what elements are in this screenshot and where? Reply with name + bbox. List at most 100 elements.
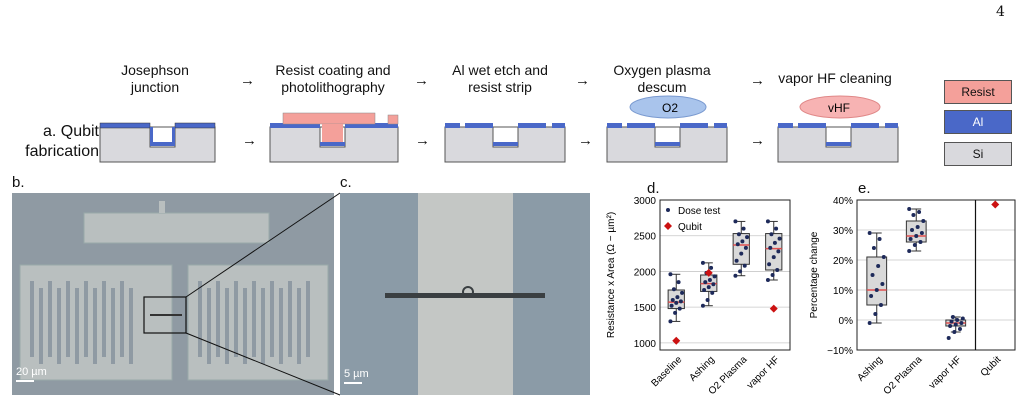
dose-test-point [871,246,876,250]
y-tick-label: 0% [839,316,854,327]
panel-label-d: d. [647,180,660,197]
dose-test-point [765,219,770,224]
y-tick-label: 20% [833,256,853,267]
arrow-icon: → [578,132,593,149]
dose-test-point [676,280,681,285]
dose-test-point [733,273,738,278]
arrow-icon: → [414,72,429,89]
step-label-5: vapor HF cleaning [778,70,892,86]
dose-test-point [770,273,775,277]
dose-test-point [776,249,781,254]
arrow-icon: → [750,132,765,149]
dose-test-point [960,316,965,321]
x-tick-label: Baseline [649,354,684,389]
dose-test-point [910,228,915,232]
dose-test-point [917,210,922,214]
y-tick-label: 2500 [634,232,657,243]
dose-test-point [774,226,779,231]
dose-test-point [765,278,770,282]
x-tick-label: Ashing [855,354,884,383]
dose-test-point [674,300,679,305]
dose-test-point [777,236,782,241]
vhf-ellipse [799,95,881,119]
dose-test-point [736,232,741,237]
dose-test-point [911,213,916,217]
qubit-point [704,268,713,277]
dose-test-point [948,324,953,328]
qubit-point [991,200,1000,209]
legend-al: Al [944,110,1012,134]
dose-test-point [709,265,714,270]
legend-si: Si [944,142,1012,166]
arrow-icon: → [240,72,255,89]
cross-section-4 [606,123,728,163]
dose-test-point [876,264,881,268]
panel-label-b: b. [12,174,25,191]
scale-bar-c: 5 µm [344,368,369,380]
dose-test-point [952,330,957,334]
y-tick-label: 2000 [634,267,657,278]
dose-test-point [957,327,962,331]
dose-test-point [918,240,923,244]
dose-test-point [955,318,960,322]
box [866,256,888,306]
x-tick-label: Qubit [979,354,1004,379]
dose-test-point [702,288,707,292]
dose-test-point [919,231,924,235]
dose-test-point [908,237,913,241]
y-axis-label: Resistance x Area (Ω − µm²) [606,212,617,338]
o2-label: O2 [662,101,678,115]
dose-test-point [743,245,748,250]
dose-test-point [880,282,885,286]
dose-test-point [874,288,879,292]
cross-section-1 [99,122,216,163]
y-axis-label: Percentage change [809,231,820,318]
dose-test-point [673,310,678,315]
dose-test-point [907,207,912,211]
dose-test-point [707,278,712,282]
dose-test-point [768,245,773,250]
dose-test-point [712,274,717,279]
dose-test-point [670,298,675,302]
dose-test-point [769,232,774,237]
dose-test-point [921,219,926,223]
legend-label-dose-test: Dose test [678,206,720,217]
dose-test-point [678,299,683,304]
o2-plasma-ellipse [629,95,707,119]
cross-section-5 [777,123,899,163]
dose-test-point [877,237,882,241]
dose-test-point [710,290,715,295]
fabrication-diagram: O2 vHF [99,95,899,163]
dose-test-point [869,294,874,298]
dose-test-point [705,298,710,302]
dose-test-point [767,262,772,267]
dose-test-point [914,234,919,238]
cross-section-2 [269,112,399,163]
y-tick-label: 10% [833,286,853,297]
dose-test-point [953,322,958,327]
dose-test-point [703,280,708,285]
x-tick-label: Ashing [687,354,716,383]
dose-test-point [735,242,740,247]
step-label-3: Al wet etch and resist strip [452,62,548,95]
y-tick-label: 1500 [634,303,657,314]
zoom-lines [185,192,341,396]
step-label-2: Resist coating and photolithography [275,62,391,95]
dose-test-point [734,258,739,263]
dose-test-point [711,282,716,287]
arrow-icon: → [750,72,765,89]
plot-frame [659,199,791,351]
qubit-point [672,336,681,345]
dose-test-point [870,273,875,277]
y-tick-label: 30% [833,226,853,237]
dose-test-point [881,255,886,259]
dose-test-point [741,226,746,231]
vhf-label: vHF [828,101,850,115]
dose-test-point [949,319,954,324]
dose-test-point [742,263,747,268]
dose-test-point [700,303,705,308]
dose-test-point [745,235,750,240]
dose-test-point [775,268,780,272]
arrow-icon: → [575,72,590,89]
